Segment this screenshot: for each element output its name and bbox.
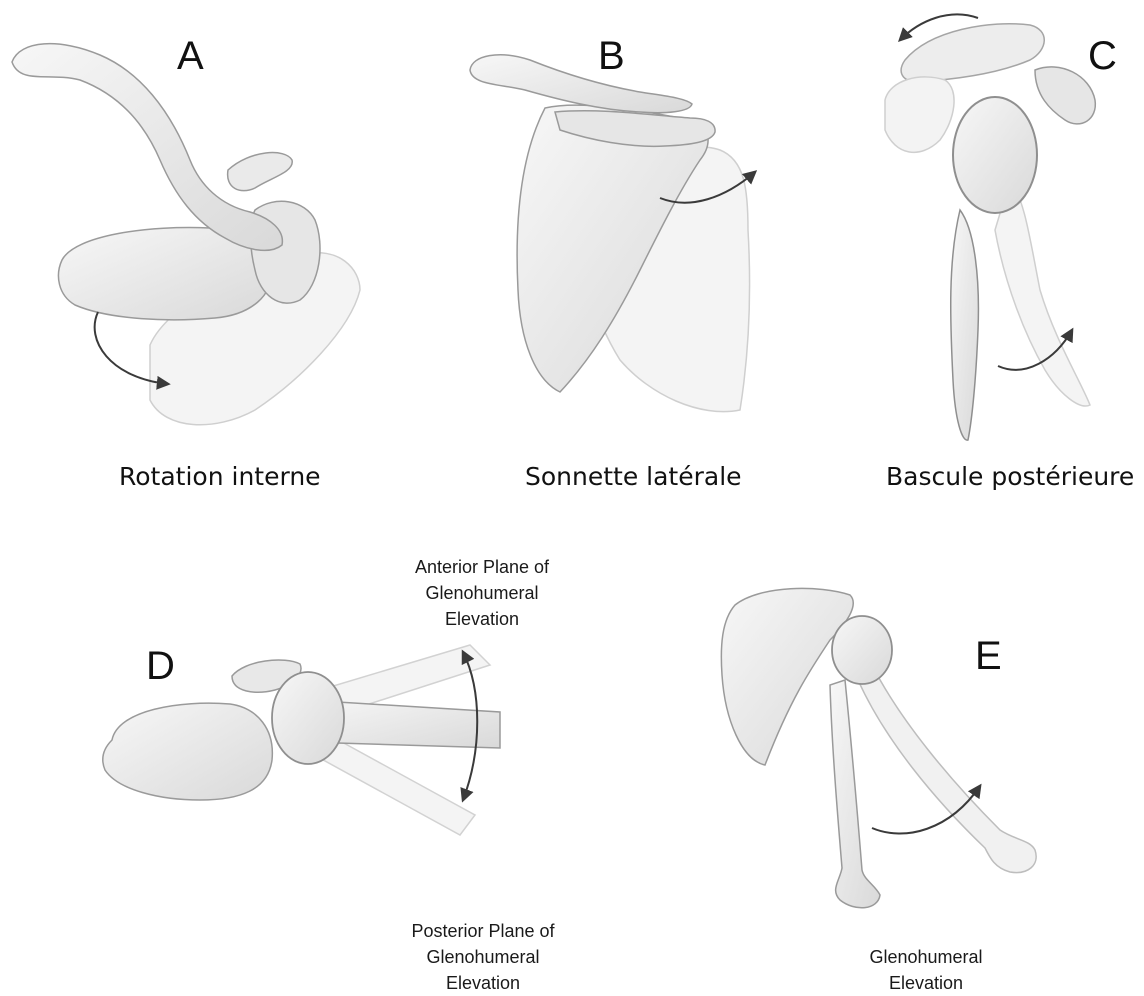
- panel-c-illustration: [885, 14, 1095, 440]
- panel-c-glenoid: [953, 97, 1037, 213]
- panel-b-caption: Sonnette latérale: [525, 464, 742, 489]
- panel-b-letter: B: [598, 36, 625, 76]
- panel-c-ghost-scapula: [995, 180, 1090, 406]
- panel-c-scapula: [951, 210, 979, 440]
- panel-b-illustration: [470, 55, 755, 412]
- panel-d-anterior-label-line-3: Elevation: [372, 606, 592, 632]
- panel-d-posterior-label: Posterior Plane of Glenohumeral Elevatio…: [368, 918, 598, 996]
- panel-e-humerus: [830, 680, 880, 908]
- panel-e-label: Glenohumeral Elevation: [846, 944, 1006, 996]
- panel-d-posterior-label-line-2: Glenohumeral: [368, 944, 598, 970]
- panel-c-ghost-clavicle: [885, 77, 954, 152]
- panel-d-anterior-label-line-2: Glenohumeral: [372, 580, 592, 606]
- panel-e-label-line-2: Elevation: [846, 970, 1006, 996]
- panel-a-caption: Rotation interne: [119, 464, 321, 489]
- panel-e-letter: E: [975, 636, 1002, 676]
- panel-c-caption: Bascule postérieure: [886, 464, 1134, 489]
- panel-d-posterior-label-line-1: Posterior Plane of: [368, 918, 598, 944]
- panel-c-letter: C: [1088, 36, 1117, 76]
- panel-d-humeral-head: [272, 672, 344, 764]
- panel-c-coracoid: [1035, 67, 1095, 124]
- panel-d-anterior-label-line-1: Anterior Plane of: [372, 554, 592, 580]
- panel-a-illustration: [12, 44, 360, 425]
- panel-d-letter: D: [146, 646, 175, 686]
- panel-d-posterior-label-line-3: Elevation: [368, 970, 598, 996]
- panel-d-scapula: [103, 703, 273, 800]
- panel-e-humeral-head: [832, 616, 892, 684]
- panel-b-clavicle: [470, 55, 692, 113]
- panel-a-clavicle: [12, 44, 282, 251]
- panel-e-elevated-humerus: [858, 665, 1036, 873]
- panel-d-anterior-label: Anterior Plane of Glenohumeral Elevation: [372, 554, 592, 632]
- panel-c-acromion: [901, 24, 1044, 82]
- panel-e-label-line-1: Glenohumeral: [846, 944, 1006, 970]
- panel-a-coracoid: [228, 153, 293, 191]
- panel-a-letter: A: [177, 36, 204, 76]
